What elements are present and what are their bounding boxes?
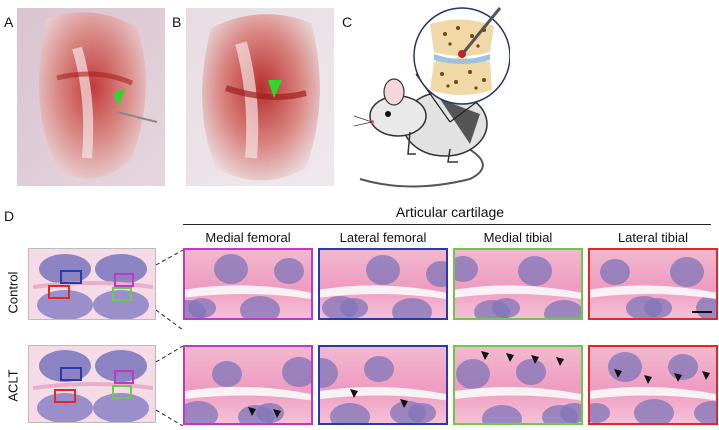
- group-title-rule: [183, 224, 711, 225]
- marrow-region: [392, 298, 432, 318]
- marrow-region: [364, 356, 394, 382]
- arrowhead-icon: [702, 371, 710, 380]
- marrow-region: [626, 296, 662, 318]
- surgery-photo-a: [17, 8, 165, 186]
- panel-label-d: D: [4, 208, 15, 224]
- joint-space: [590, 285, 716, 300]
- marrow-region: [240, 296, 280, 318]
- marrow-region: [214, 254, 248, 284]
- marrow-region: [455, 256, 478, 282]
- roi-blue-aclt: [60, 367, 82, 381]
- arrowhead-b-icon: [268, 80, 282, 98]
- overview-section-control: [28, 248, 156, 320]
- marrow-region: [518, 256, 552, 286]
- arrowhead-a-icon: [113, 88, 125, 106]
- arrowhead-icon: [531, 355, 539, 364]
- micrograph-control-lateral-femoral: [318, 248, 448, 320]
- column-header-medial-femoral: Medial femoral: [205, 230, 291, 245]
- knee-joint-photo-a: [39, 12, 158, 179]
- roi-magenta-aclt: [114, 370, 134, 384]
- roi-green-control: [112, 287, 132, 301]
- panel-label-c: C: [342, 14, 353, 30]
- arrowhead-icon: [614, 369, 622, 378]
- arrowhead-icon: [556, 357, 564, 366]
- roi-blue-control: [60, 270, 82, 284]
- marrow-region: [320, 358, 338, 388]
- row-label-aclt: ACLT: [5, 369, 21, 402]
- knee-joint-photo-b: [202, 14, 320, 181]
- panel-label-a: A: [4, 14, 14, 30]
- marrow-region: [274, 258, 304, 284]
- marrow-region: [212, 361, 242, 387]
- marrow-region: [366, 255, 400, 285]
- roi-red-control: [48, 285, 70, 299]
- joint-space: [320, 285, 446, 300]
- column-header-medial-tibial: Medial tibial: [483, 230, 553, 245]
- panel-label-b: B: [172, 14, 182, 30]
- arrowhead-icon: [273, 409, 281, 418]
- marrow-region: [426, 261, 446, 287]
- marrow-region: [322, 296, 358, 318]
- marrow-region: [694, 401, 716, 423]
- marrow-region: [482, 405, 522, 423]
- mouse-illustration: [350, 4, 510, 194]
- marrow-region: [456, 359, 490, 389]
- arrowhead-icon: [674, 373, 682, 382]
- marrow-region: [600, 259, 630, 285]
- group-title: Articular cartilage: [395, 204, 505, 220]
- joint-space: [320, 386, 446, 401]
- marrow-region: [238, 405, 274, 423]
- micrograph-control-medial-tibial: [453, 248, 583, 320]
- marrow-region: [608, 352, 642, 382]
- marrow-region: [544, 300, 581, 318]
- arrowhead-icon: [350, 389, 358, 398]
- marrow-region: [670, 257, 704, 287]
- marrow-region: [330, 403, 370, 423]
- surgery-photo-b: [186, 8, 334, 186]
- marrow-region: [474, 300, 510, 318]
- arrowhead-icon: [400, 399, 408, 408]
- marrow-region: [542, 405, 578, 423]
- marrow-region: [185, 401, 218, 423]
- micrograph-aclt-medial-femoral: [183, 345, 313, 425]
- joint-space: [455, 285, 581, 300]
- column-header-lateral-tibial: Lateral tibial: [617, 230, 689, 245]
- roi-magenta-control: [114, 273, 134, 287]
- roi-red-aclt: [54, 389, 76, 403]
- arrowhead-icon: [644, 375, 652, 384]
- marrow-region: [185, 300, 206, 318]
- micrograph-aclt-lateral-tibial: [588, 345, 718, 425]
- arrowhead-icon: [481, 351, 489, 360]
- micrograph-control-lateral-tibial: [588, 248, 718, 320]
- micrograph-aclt-lateral-femoral: [318, 345, 448, 425]
- marrow-region: [516, 359, 546, 385]
- joint-space: [185, 386, 311, 401]
- arrowhead-icon: [248, 407, 256, 416]
- overview-section-aclt: [28, 345, 156, 423]
- micrograph-aclt-medial-tibial: [453, 345, 583, 425]
- arrowhead-icon: [506, 353, 514, 362]
- row-label-control: Control: [5, 271, 21, 314]
- joint-space: [185, 285, 311, 300]
- joint-space: [590, 386, 716, 401]
- marrow-region: [390, 401, 426, 423]
- marrow-region: [634, 399, 674, 423]
- micrograph-control-medial-femoral: [183, 248, 313, 320]
- marrow-region: [668, 354, 698, 380]
- marrow-region: [282, 357, 311, 387]
- roi-green-aclt: [112, 385, 132, 399]
- marrow-region: [590, 403, 610, 423]
- joint-space: [455, 386, 581, 401]
- column-header-lateral-femoral: Lateral femoral: [339, 230, 427, 245]
